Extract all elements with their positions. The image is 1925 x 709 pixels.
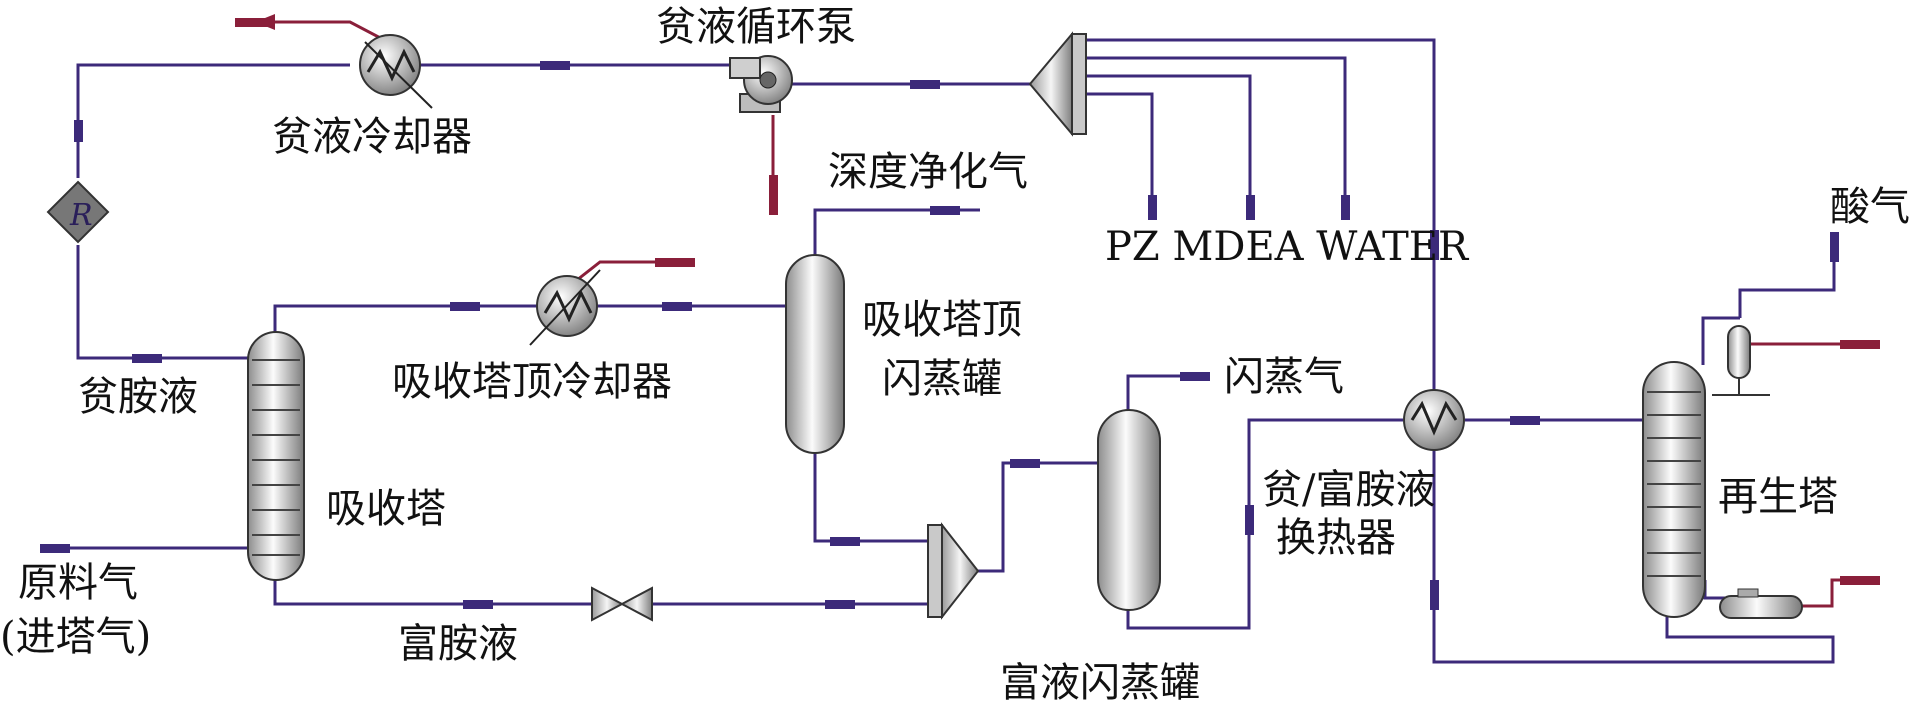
label-pz-mdea-water: PZ MDEA WATER	[1105, 224, 1470, 270]
letdown-valve	[591, 586, 653, 622]
utility-arrows	[235, 14, 1880, 585]
top-flash-drum	[785, 254, 845, 454]
label-lean-amine: 贫胺液	[78, 374, 198, 420]
label-feed-gas-1: 原料气	[18, 560, 138, 606]
flow-arrows	[40, 61, 1839, 610]
label-rich-amine: 富胺液	[398, 621, 518, 667]
label-top-flash-2: 闪蒸罐	[882, 356, 1002, 402]
label-lean-cooler: 贫液冷却器	[272, 114, 472, 160]
label-exchanger-1: 贫/富胺液	[1262, 467, 1435, 513]
label-flash-gas: 闪蒸气	[1224, 354, 1344, 400]
regenerator-column	[1642, 361, 1706, 618]
label-top-flash-1: 吸收塔顶	[862, 297, 1022, 343]
reactor-block: R	[46, 180, 110, 244]
label-lean-pump: 贫液循环泵	[656, 4, 856, 50]
label-regenerator: 再生塔	[1718, 474, 1838, 520]
label-acid-gas: 酸气	[1830, 184, 1910, 230]
label-feed-gas-2: (进塔气)	[0, 614, 151, 660]
absorber-top-cooler	[529, 269, 601, 346]
diagram-labels: 贫液循环泵 贫液冷却器 深度净化气 PZ MDEA WATER 酸气 贫胺液 吸…	[0, 4, 1910, 706]
label-exchanger-2: 换热器	[1276, 515, 1396, 561]
lean-rich-exchanger	[1403, 389, 1465, 451]
reactor-label: R	[69, 198, 93, 233]
label-absorber: 吸收塔	[326, 486, 446, 532]
lean-pump	[729, 55, 793, 113]
absorber-column	[247, 331, 305, 581]
process-pipes	[40, 38, 1836, 664]
makeup-mixer	[1028, 31, 1087, 137]
label-rich-flash-drum: 富液闪蒸罐	[1000, 660, 1200, 706]
regenerator-condenser	[1712, 325, 1770, 396]
rich-flash-drum	[1097, 409, 1161, 611]
regenerator-reboiler	[1719, 588, 1803, 619]
label-deep-purified-gas: 深度净化气	[828, 149, 1028, 195]
label-top-cooler: 吸收塔顶冷却器	[392, 359, 672, 405]
lean-cooler	[359, 34, 433, 109]
rich-mixer	[927, 522, 980, 620]
